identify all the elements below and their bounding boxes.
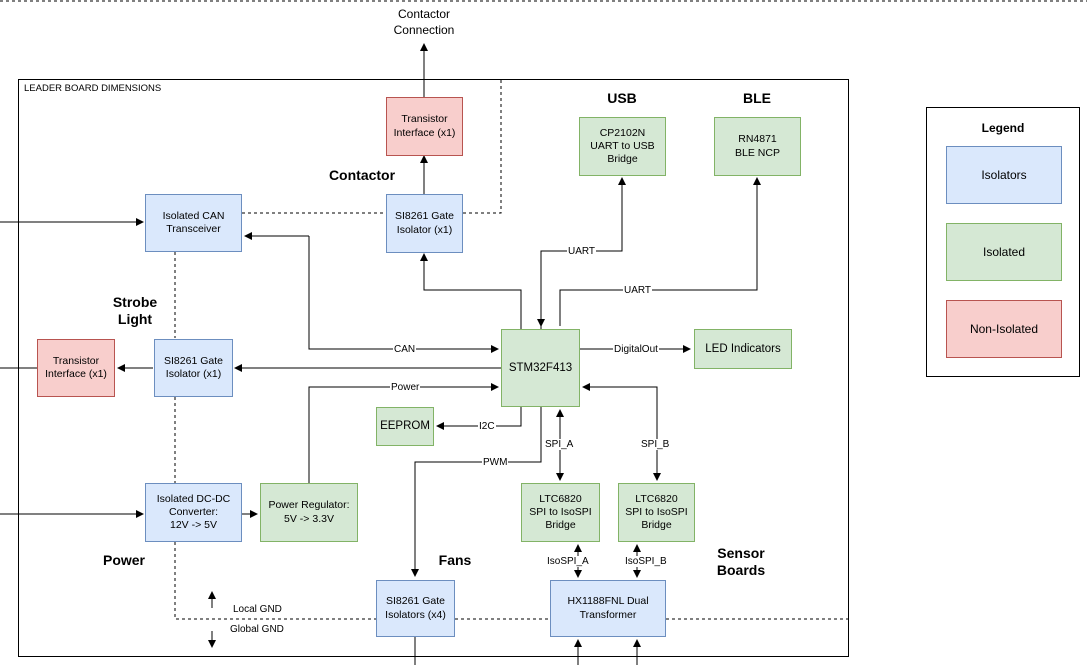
signal-label-spi-a: SPI_A [544,439,575,450]
signal-label-pwm: PWM [482,457,509,468]
board-title: LEADER BOARD DIMENSIONS [24,83,162,94]
gate-isolators-fans: SI8261 Gate Isolators (x4) [376,580,455,637]
isolation-barrier-contactor [463,80,502,214]
stm32f413-mcu: STM32F413 [501,329,580,407]
isolated-can-transceiver: Isolated CAN Transceiver [145,194,242,252]
section-label-power: Power [102,552,145,568]
contactor-connection-label: Contactor Connection [393,7,455,37]
signal-label-digital-out: DigitalOut [613,344,659,355]
signal-label-spi-b: SPI_B [640,439,671,450]
global-gnd-label: Global GND [230,624,284,635]
local-gnd-label: Local GND [233,604,282,615]
led-indicators: LED Indicators [694,329,792,369]
section-label-strobe-light: Strobe Light [112,294,158,327]
section-label-sensor-boards: Sensor Boards [716,545,766,578]
eeprom: EEPROM [376,407,434,446]
legend: Legend Isolators Isolated Non-Isolated [926,107,1080,377]
power-regulator: Power Regulator: 5V -> 3.3V [260,483,358,542]
signal-label-power: Power [390,382,421,393]
ltc6820-bridge-a: LTC6820 SPI to IsoSPI Bridge [521,483,600,542]
signal-label-uart-usb: UART [567,246,597,257]
signal-label-isospi-a: IsoSPI_A [546,556,590,567]
transistor-interface-contactor: Transistor Interface (x1) [386,97,463,156]
signal-label-i2c: I2C [478,421,496,432]
signal-label-isospi-b: IsoSPI_B [624,556,668,567]
section-label-fans: Fans [438,552,472,568]
signal-label-can: CAN [393,344,417,355]
legend-item-isolators: Isolators [946,146,1062,204]
hx1188fnl-transformer: HX1188FNL Dual Transformer [550,580,666,637]
section-label-usb: USB [607,90,637,106]
legend-item-isolated: Isolated [946,223,1062,281]
section-label-ble: BLE [743,90,771,106]
legend-title: Legend [981,121,1025,135]
signal-label-uart-ble: UART [623,285,653,296]
gate-isolator-strobe: SI8261 Gate Isolator (x1) [154,339,233,397]
isolated-dcdc-converter: Isolated DC-DC Converter: 12V -> 5V [145,483,242,542]
gate-isolator-contactor: SI8261 Gate Isolator (x1) [386,194,463,253]
isolation-barrier-bottom [174,542,376,620]
ltc6820-bridge-b: LTC6820 SPI to IsoSPI Bridge [618,483,695,542]
transistor-interface-strobe: Transistor Interface (x1) [37,339,115,397]
legend-item-non-isolated: Non-Isolated [946,300,1062,358]
section-label-contactor: Contactor [328,167,396,183]
cp2102n-usb-bridge: CP2102N UART to USB Bridge [579,117,666,176]
rn4871-ble-ncp: RN4871 BLE NCP [714,117,801,176]
